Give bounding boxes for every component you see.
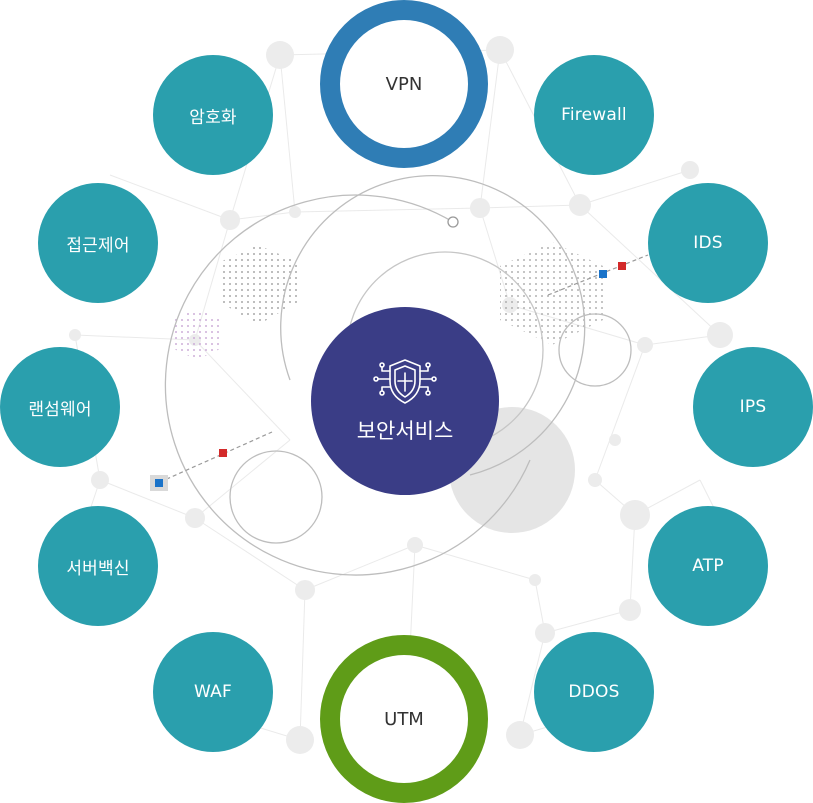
ring-label-utm: UTM	[384, 708, 424, 730]
node-label-access-control: 접근제어	[66, 235, 130, 256]
node-label-ids: IDS	[693, 233, 723, 253]
dotted-hexagon-small	[172, 308, 222, 360]
node-ransomware[interactable]: 랜섬웨어	[0, 347, 120, 467]
node-server-vaccine[interactable]: 서버백신	[38, 506, 158, 626]
node-access-control[interactable]: 접근제어	[38, 183, 158, 303]
node-label-firewall: Firewall	[561, 105, 627, 125]
network-nodes	[69, 36, 733, 754]
connector-ransomware	[159, 431, 273, 483]
node-ips[interactable]: IPS	[693, 347, 813, 467]
node-label-atp: ATP	[692, 556, 724, 576]
center-title: 보안서비스	[356, 419, 454, 443]
node-label-encryption: 암호화	[189, 107, 237, 128]
node-label-ddos: DDOS	[568, 682, 620, 702]
node-firewall[interactable]: Firewall	[534, 55, 654, 175]
node-encryption[interactable]: 암호화	[153, 55, 273, 175]
shield-circuit-icon	[373, 359, 437, 404]
center-hub[interactable]: 보안서비스	[311, 307, 499, 495]
orbit-end-dot	[447, 216, 459, 228]
marker-blue-icon	[155, 479, 163, 487]
node-label-ransomware: 랜섬웨어	[28, 399, 92, 420]
dotted-hexagon	[220, 245, 298, 325]
ring-utm[interactable]: UTM	[320, 635, 488, 803]
marker-red-icon	[618, 262, 626, 270]
ring-vpn[interactable]: VPN	[320, 0, 488, 168]
marker-red-icon	[219, 449, 227, 457]
node-atp[interactable]: ATP	[648, 506, 768, 626]
node-label-ips: IPS	[739, 397, 767, 417]
node-label-waf: WAF	[194, 682, 232, 702]
ring-label-vpn: VPN	[385, 73, 423, 95]
marker-blue-icon	[599, 270, 607, 278]
node-waf[interactable]: WAF	[153, 632, 273, 752]
connector-ids	[547, 254, 649, 296]
node-label-server-vaccine: 서버백신	[66, 558, 130, 579]
node-ids[interactable]: IDS	[648, 183, 768, 303]
node-ddos[interactable]: DDOS	[534, 632, 654, 752]
